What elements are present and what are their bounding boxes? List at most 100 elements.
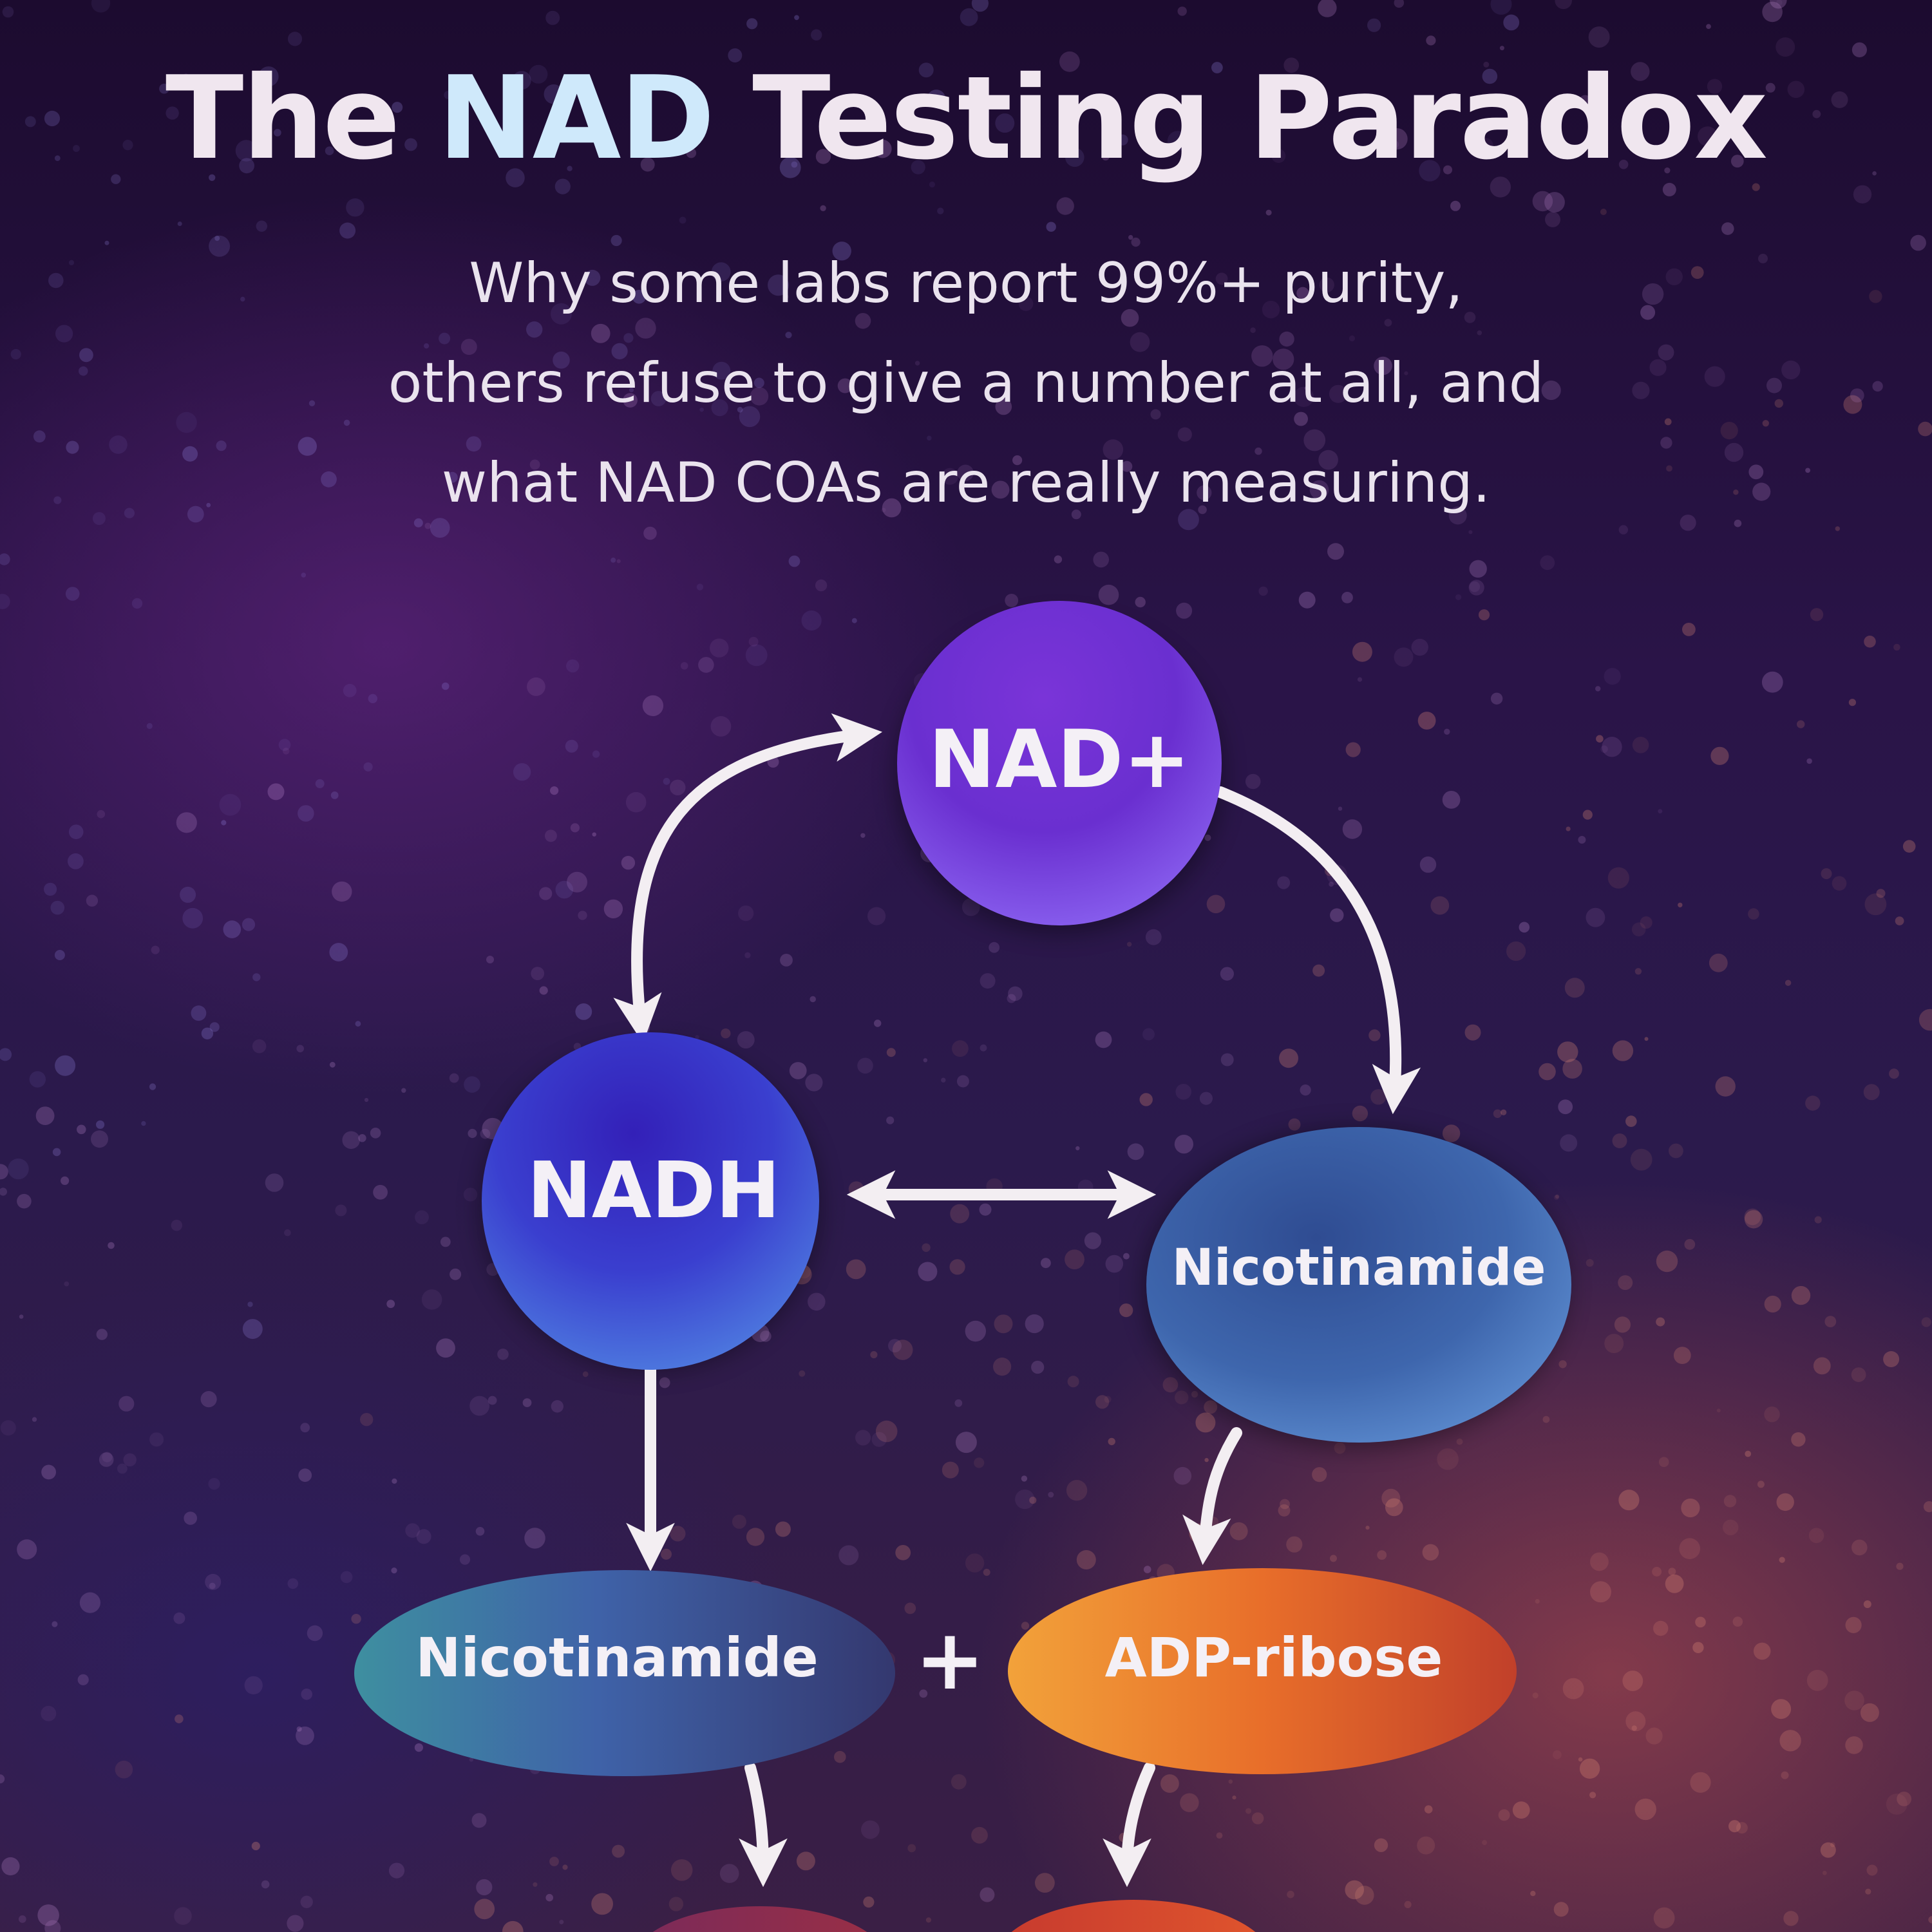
bokeh-particle <box>1588 26 1610 48</box>
bokeh-particle <box>895 1545 911 1560</box>
bokeh-particle <box>1600 209 1607 215</box>
bokeh-particle <box>680 662 688 670</box>
bokeh-particle <box>875 1420 898 1443</box>
bokeh-particle <box>1330 1555 1337 1562</box>
bokeh-particle <box>151 945 160 954</box>
bokeh-particle <box>141 1121 146 1126</box>
bokeh-particle <box>965 1320 987 1342</box>
bokeh-particle <box>1649 359 1667 376</box>
bokeh-particle <box>115 1760 133 1779</box>
bokeh-particle <box>298 1468 312 1482</box>
bokeh-particle <box>712 361 731 380</box>
bokeh-particle <box>1656 1317 1665 1327</box>
bokeh-particle <box>750 387 769 406</box>
bokeh-particle <box>488 1396 497 1405</box>
bokeh-particle <box>180 886 196 903</box>
bokeh-particle <box>808 1293 826 1311</box>
bokeh-particle <box>343 419 350 426</box>
bokeh-particle <box>1602 737 1622 757</box>
page-title: The NAD Testing Paradox <box>0 52 1932 185</box>
bokeh-particle <box>1329 882 1334 887</box>
bokeh-particle <box>1604 1334 1624 1354</box>
bokeh-particle <box>949 1259 965 1275</box>
bokeh-particle <box>68 260 75 265</box>
bokeh-particle <box>570 823 580 833</box>
bokeh-particle <box>54 950 65 960</box>
bokeh-particle <box>1748 464 1764 480</box>
bokeh-particle <box>476 1879 493 1896</box>
bokeh-particle <box>1612 1133 1627 1148</box>
bokeh-particle <box>1710 746 1729 765</box>
bokeh-particle <box>1150 409 1161 420</box>
bokeh-particle <box>444 91 452 99</box>
bokeh-particle <box>1386 128 1408 150</box>
bokeh-particle <box>555 880 574 899</box>
bokeh-particle <box>1417 712 1436 730</box>
bokeh-particle <box>475 1527 485 1536</box>
bokeh-particle <box>1553 1195 1559 1200</box>
bokeh-particle <box>923 1058 928 1063</box>
bokeh-particle <box>469 1396 489 1416</box>
bokeh-particle <box>1806 1669 1828 1691</box>
bokeh-particle <box>1555 1194 1560 1199</box>
bokeh-particle <box>611 234 622 247</box>
bokeh-particle <box>1640 305 1656 320</box>
bokeh-particle <box>914 361 920 366</box>
bokeh-particle <box>315 779 325 788</box>
bokeh-particle <box>527 677 545 696</box>
bokeh-particle <box>1762 420 1769 427</box>
bokeh-particle <box>404 138 417 151</box>
bokeh-particle <box>737 406 743 413</box>
bokeh-particle <box>529 64 548 84</box>
bokeh-particle <box>1664 418 1672 426</box>
bokeh-particle <box>1555 0 1572 10</box>
bokeh-particle <box>1618 525 1628 535</box>
bokeh-particle <box>794 15 799 21</box>
bokeh-particle <box>176 412 197 433</box>
bokeh-particle <box>247 1302 253 1307</box>
bokeh-particle <box>351 1614 361 1624</box>
bokeh-particle <box>1732 1616 1743 1627</box>
bokeh-particle <box>77 1674 89 1685</box>
bokeh-particle <box>1506 941 1526 961</box>
bokeh-particle <box>951 1774 967 1790</box>
bokeh-particle <box>1104 1396 1112 1403</box>
bokeh-particle <box>1618 1275 1633 1291</box>
bokeh-particle <box>1578 836 1586 844</box>
bokeh-particle <box>1008 986 1023 1001</box>
bokeh-particle <box>1721 222 1734 235</box>
bokeh-particle <box>274 129 281 137</box>
bokeh-particle <box>329 943 348 961</box>
bokeh-particle <box>1127 1143 1144 1160</box>
bokeh-particle <box>1864 893 1887 916</box>
bokeh-particle <box>1562 1678 1584 1700</box>
bokeh-particle <box>861 1820 880 1839</box>
bokeh-particle <box>430 518 450 538</box>
bokeh-particle <box>1065 147 1084 167</box>
bokeh-particle <box>659 1377 670 1388</box>
bokeh-particle <box>1530 1891 1536 1897</box>
bokeh-particle <box>1822 1870 1827 1875</box>
bokeh-particle <box>851 618 857 623</box>
bokeh-particle <box>300 1423 310 1433</box>
bokeh-particle <box>1075 1146 1080 1151</box>
bokeh-particle <box>240 296 245 302</box>
bokeh-particle <box>1296 287 1309 299</box>
bokeh-particle <box>1482 1840 1488 1846</box>
bokeh-particle <box>284 1229 291 1236</box>
bokeh-particle <box>1005 594 1019 607</box>
bokeh-particle <box>1066 1480 1088 1501</box>
bokeh-particle <box>989 942 1000 953</box>
bokeh-particle <box>1590 1552 1609 1571</box>
bokeh-particle <box>611 557 616 563</box>
bokeh-particle <box>208 1478 220 1490</box>
bokeh-particle <box>1338 806 1343 811</box>
bokeh-particle <box>471 1813 487 1828</box>
bokeh-particle <box>0 1164 8 1180</box>
bokeh-particle <box>209 1022 220 1032</box>
bokeh-particle <box>1634 968 1642 975</box>
bokeh-particle <box>616 559 621 564</box>
bokeh-particle <box>1430 896 1450 915</box>
bokeh-particle <box>1728 1820 1741 1833</box>
bokeh-particle <box>524 1528 545 1549</box>
